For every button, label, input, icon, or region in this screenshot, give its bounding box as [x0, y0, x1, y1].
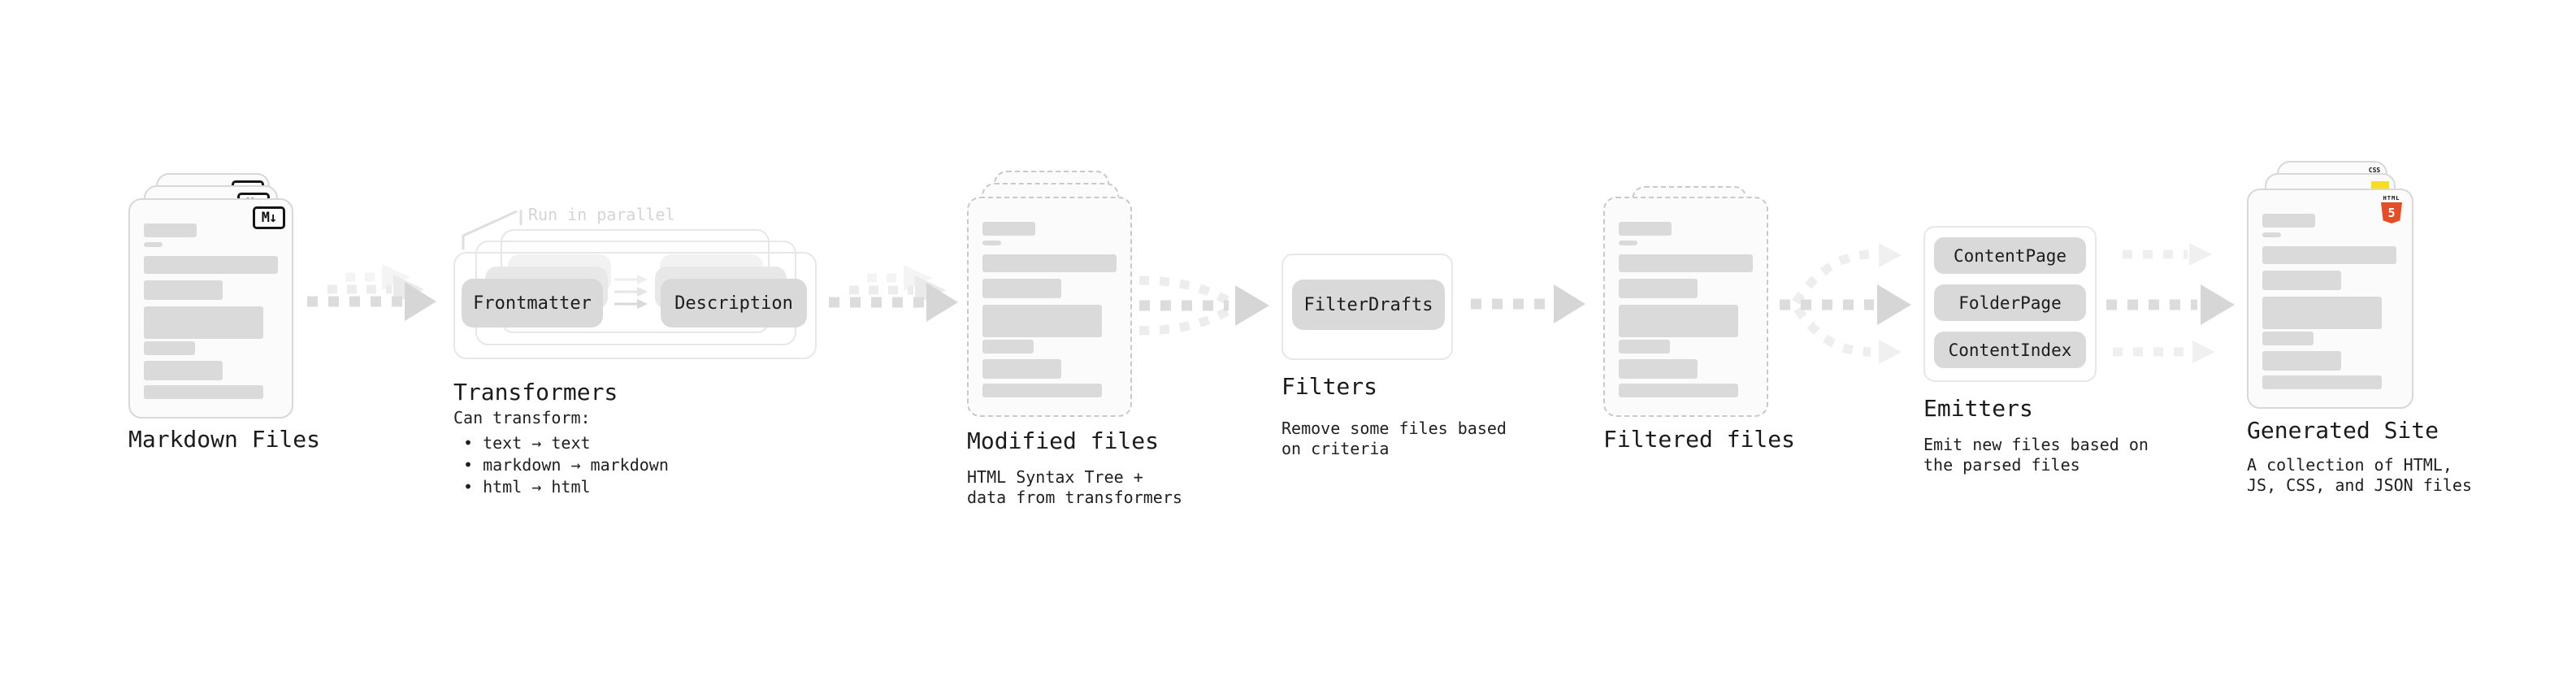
filterdrafts-pill: FilterDrafts [1292, 280, 1445, 330]
contentindex-pill: ContentIndex [1934, 332, 2086, 368]
contentpage-pill: ContentPage [1934, 237, 2086, 274]
html5-shield: 5 [2381, 202, 2402, 223]
transformers-bullet-3: • html → html [463, 477, 591, 497]
skeleton-text-bar [144, 341, 195, 355]
transformers-desc-title: Can transform: [453, 408, 591, 427]
generated-site-label: Generated Site [2247, 417, 2439, 444]
skeleton-text-bar [982, 305, 1102, 337]
skeleton-text-bar [2262, 297, 2382, 329]
emitters-box [1923, 226, 2097, 382]
arrow-emitters-to-generated [2106, 243, 2235, 363]
skeleton-text-bar [2262, 375, 2382, 389]
generated-site-desc-2: JS, CSS, and JSON files [2247, 475, 2472, 495]
markdown-file-card: M↓ [128, 198, 293, 419]
run-in-parallel-leader-line [462, 210, 523, 249]
skeleton-text-bar [982, 340, 1034, 354]
filtered-files-label: Filtered files [1603, 426, 1796, 453]
skeleton-text-bar [1619, 359, 1698, 379]
generated-site-desc-1: A collection of HTML, [2247, 455, 2452, 475]
transformers-bullet-2: • markdown → markdown [463, 455, 669, 475]
filters-desc-2: on criteria [1281, 439, 1390, 458]
modified-file-card [967, 197, 1132, 417]
skeleton-text-bar [144, 385, 263, 399]
filtered-file-card [1603, 197, 1768, 417]
generated-file-card: HTML 5 [2247, 189, 2413, 409]
skeleton-text-bar [2262, 214, 2315, 228]
skeleton-text-bar [982, 359, 1061, 379]
skeleton-text-bar [982, 384, 1102, 397]
skeleton-text-bar [2262, 246, 2396, 264]
skeleton-text-bar [2262, 271, 2341, 290]
skeleton-text-bar [144, 242, 163, 247]
markdown-files-label: Markdown Files [128, 426, 321, 453]
arrow-modified-to-filters-merge [1138, 275, 1269, 336]
arrow-transformers-to-modified [829, 265, 958, 322]
frontmatter-pill: Frontmatter [462, 279, 603, 327]
transformers-label: Transformers [453, 379, 618, 406]
markdown-icon: M↓ [253, 206, 285, 229]
emitters-label: Emitters [1923, 395, 2033, 422]
skeleton-text-bar [1619, 222, 1672, 236]
skeleton-text-bar [982, 279, 1061, 298]
skeleton-text-bar [1619, 384, 1738, 397]
transformers-box [453, 252, 817, 359]
modified-files-desc-1: HTML Syntax Tree + [967, 467, 1143, 487]
transformer-parallel-arrows [614, 275, 648, 309]
arrow-markdown-to-transformers [307, 264, 436, 321]
skeleton-text-bar [1619, 305, 1738, 337]
skeleton-text-bar [982, 241, 1001, 245]
modified-files-desc-2: data from transformers [967, 488, 1182, 507]
skeleton-text-bar [144, 280, 223, 300]
skeleton-text-bar [1619, 254, 1753, 272]
emitters-desc-2: the parsed files [1923, 455, 2080, 475]
html5-icon: HTML 5 [2381, 194, 2402, 223]
skeleton-text-bar [144, 306, 263, 339]
filters-box [1281, 254, 1453, 360]
skeleton-text-bar [144, 223, 197, 237]
skeleton-text-bar [1619, 279, 1698, 298]
skeleton-text-bar [2262, 351, 2341, 371]
transformers-bullet-1: • text → text [463, 433, 591, 453]
filters-label: Filters [1281, 373, 1378, 400]
skeleton-text-bar [982, 254, 1117, 272]
skeleton-text-bar [144, 256, 278, 274]
skeleton-text-bar [144, 361, 223, 380]
description-pill: Description [661, 279, 807, 327]
run-in-parallel-annotation: Run in parallel [528, 205, 675, 224]
skeleton-text-bar [982, 222, 1035, 236]
filters-desc-1: Remove some files based [1281, 419, 1507, 438]
skeleton-text-bar [1619, 241, 1637, 245]
skeleton-text-bar [2262, 232, 2281, 237]
emitters-desc-1: Emit new files based on [1923, 435, 2149, 454]
skeleton-text-bar [1619, 340, 1670, 354]
skeleton-text-bar [2262, 332, 2314, 345]
modified-files-label: Modified files [967, 427, 1160, 454]
arrow-filtered-to-emitters-fanout [1780, 243, 1911, 364]
folderpage-pill: FolderPage [1934, 284, 2086, 321]
arrow-filters-to-filtered [1471, 284, 1585, 323]
